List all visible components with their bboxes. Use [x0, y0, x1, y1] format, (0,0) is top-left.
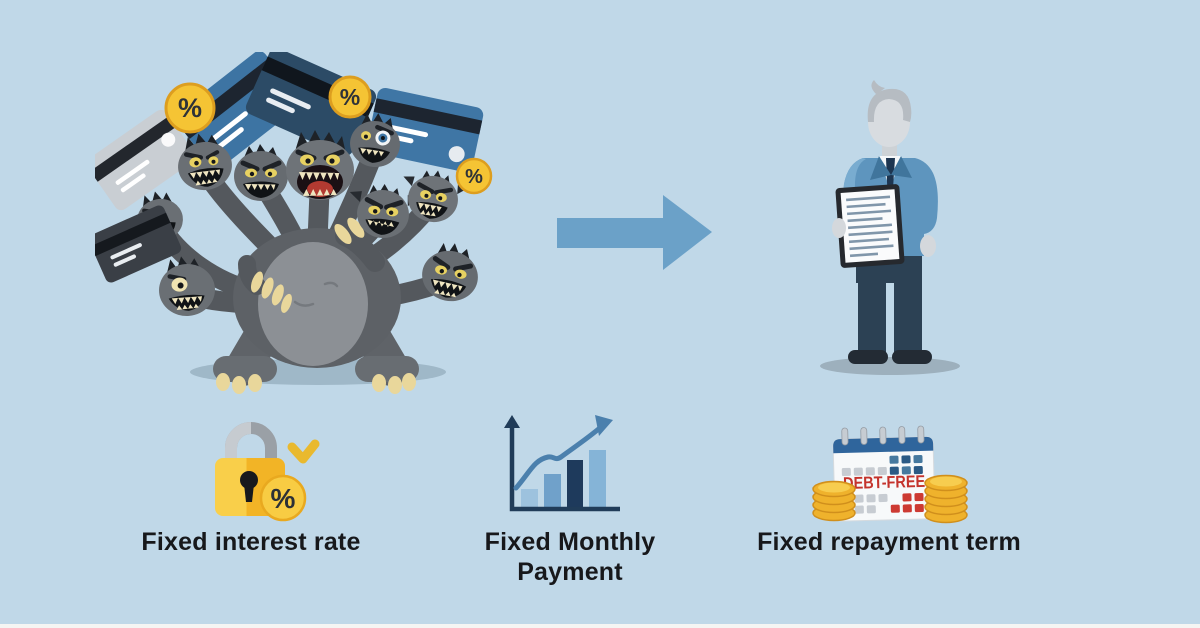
chart-axes	[509, 424, 620, 512]
man-hand	[832, 218, 846, 238]
percent-symbol: %	[340, 84, 360, 110]
percent-symbol: %	[465, 166, 483, 188]
percent-symbol: %	[271, 483, 296, 514]
man-head	[868, 97, 910, 147]
growth-chart-icon	[504, 415, 620, 512]
monster-head	[350, 113, 400, 168]
trend-arrowhead	[595, 415, 613, 436]
monster-claws	[250, 271, 292, 313]
calendar-header	[833, 436, 934, 454]
right-arrow-icon	[557, 195, 712, 270]
monster-head	[178, 133, 232, 191]
percent-badge-icon: %	[259, 474, 307, 522]
document-text-lines	[846, 195, 894, 258]
coin-stack-icon	[812, 480, 856, 522]
padlock-percent-icon: %	[215, 422, 320, 522]
feature-label-interest-rate: Fixed interest rate	[141, 528, 361, 556]
monster-head	[403, 170, 469, 223]
checkmark-icon	[287, 439, 320, 464]
man-lapels	[870, 156, 912, 180]
monster-body	[213, 209, 419, 394]
keyhole-icon	[240, 471, 258, 502]
debt-free-calendar-icon: DEBT-FREE	[812, 425, 968, 524]
man-shoes	[848, 350, 932, 364]
calendar-rings	[841, 425, 925, 446]
axis-arrowhead	[504, 415, 520, 428]
padlock-shackle-highlight	[225, 422, 252, 462]
man-shadow	[820, 357, 960, 375]
debt-monster-icon: % % %	[95, 52, 493, 394]
percent-coin-icon: %	[328, 75, 372, 119]
calendar: DEBT-FREE	[832, 425, 936, 522]
chart-bars	[521, 450, 606, 509]
feature-label-monthly-payment: Fixed Monthly Payment	[484, 528, 656, 586]
percent-coin-icon: %	[164, 82, 216, 134]
monster-head	[422, 242, 478, 302]
coin-stack-icon	[924, 474, 968, 524]
credit-card-dark-icon	[95, 205, 182, 283]
trend-curve	[513, 424, 604, 491]
monster-head	[159, 256, 215, 317]
debt-free-text: DEBT-FREE	[843, 472, 925, 493]
monster-head	[349, 184, 420, 239]
bottom-edge-strip	[0, 624, 1200, 628]
monster-head	[286, 130, 354, 200]
man-hair	[867, 80, 912, 122]
monster-head	[234, 144, 288, 201]
percent-coin-icon: %	[455, 157, 493, 195]
percent-symbol: %	[178, 93, 202, 123]
businessman-document-icon	[820, 80, 960, 375]
feature-label-repayment-term: Fixed repayment term	[757, 528, 1021, 556]
document-icon	[835, 184, 905, 268]
credit-card-silver-icon	[95, 109, 196, 211]
